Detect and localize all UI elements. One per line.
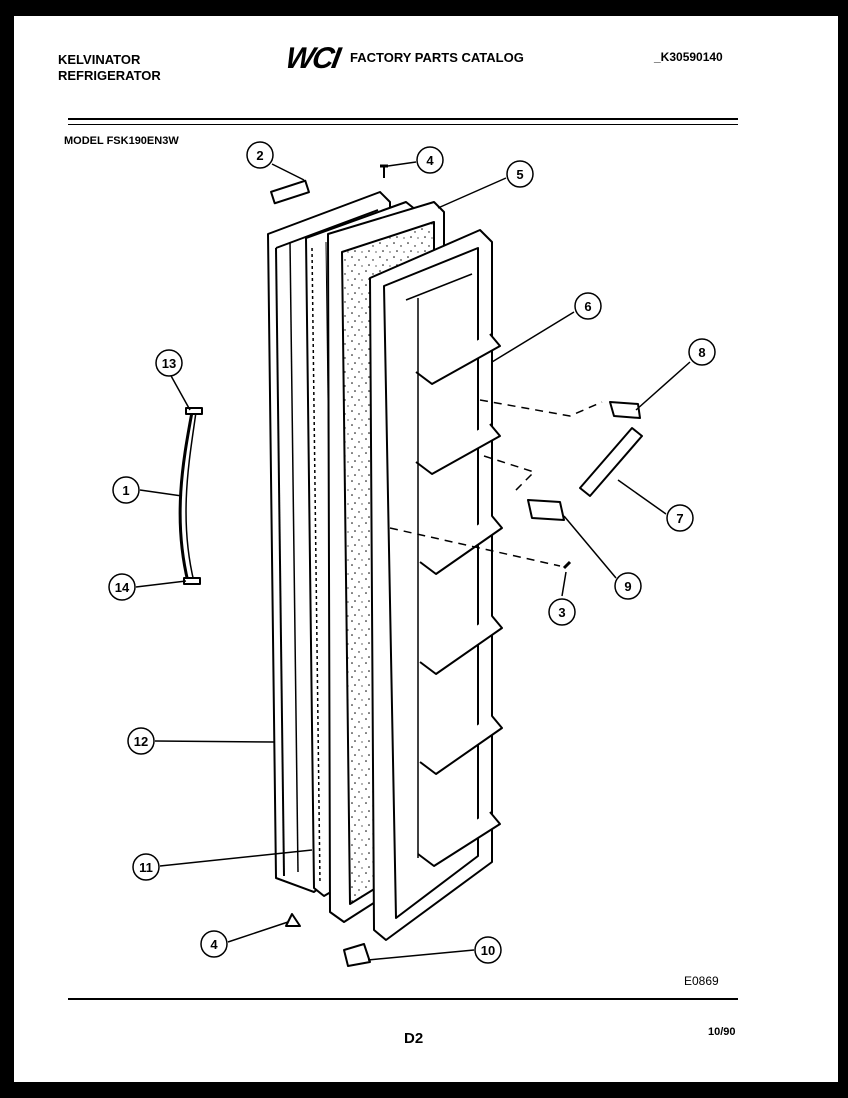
drawing-code: E0869 (684, 974, 719, 988)
callout-10: 10 (367, 936, 502, 964)
callout-14: 14 (108, 573, 187, 601)
screw-bottom (285, 913, 301, 927)
svg-text:7: 7 (676, 511, 683, 526)
callout-1: 1 (112, 476, 183, 504)
callout-13: 13 (155, 349, 191, 411)
header-rule-thin (68, 124, 738, 125)
svg-text:8: 8 (698, 345, 705, 360)
catalog-title: FACTORY PARTS CATALOG (350, 50, 524, 65)
svg-text:6: 6 (584, 299, 591, 314)
callout-2: 2 (246, 141, 305, 181)
exploded-door-diagram: 1 2 3 4 4 5 6 7 8 9 10 11 12 13 14 (108, 141, 716, 967)
retainer-screw (562, 560, 572, 570)
callout-4-top: 4 (387, 146, 444, 174)
svg-text:1: 1 (122, 483, 129, 498)
door-handle (178, 407, 203, 585)
shelf-clip-lower (527, 499, 565, 521)
hinge-bracket (343, 943, 371, 967)
brand-line-2: REFRIGERATOR (58, 68, 161, 83)
callout-8: 8 (635, 338, 716, 411)
svg-text:14: 14 (115, 580, 130, 595)
svg-text:9: 9 (624, 579, 631, 594)
callout-5: 5 (437, 160, 534, 209)
catalog-sheet: KELVINATOR REFRIGERATOR WCI FACTORY PART… (14, 16, 838, 1082)
revision-date: 10/90 (708, 1026, 736, 1038)
svg-text:2: 2 (256, 148, 263, 163)
shelf-clip-upper (609, 401, 641, 419)
svg-text:11: 11 (139, 860, 153, 875)
svg-text:4: 4 (426, 153, 434, 168)
svg-text:3: 3 (558, 605, 565, 620)
callout-3: 3 (548, 571, 576, 626)
catalog-number: _K30590140 (654, 50, 723, 64)
footer-rule (68, 998, 738, 1000)
model-number: MODEL FSK190EN3W (64, 135, 179, 147)
page-number: D2 (404, 1030, 424, 1047)
callout-9: 9 (563, 515, 642, 600)
header-rule-thick (68, 118, 738, 120)
callout-11: 11 (132, 849, 313, 881)
door-liner (369, 229, 493, 941)
callout-12: 12 (127, 727, 275, 755)
callout-7: 7 (617, 479, 694, 532)
door-shelves (415, 298, 503, 867)
callout-6: 6 (491, 292, 602, 363)
callout-4-bottom: 4 (200, 921, 289, 958)
svg-text:12: 12 (134, 734, 148, 749)
hinge-cap-part (270, 179, 310, 205)
brand-line-1: KELVINATOR (58, 52, 141, 67)
svg-text:5: 5 (516, 167, 523, 182)
svg-text:4: 4 (210, 937, 218, 952)
svg-text:13: 13 (162, 356, 176, 371)
svg-text:10: 10 (481, 943, 495, 958)
shelf-retainer-bar (579, 427, 643, 497)
